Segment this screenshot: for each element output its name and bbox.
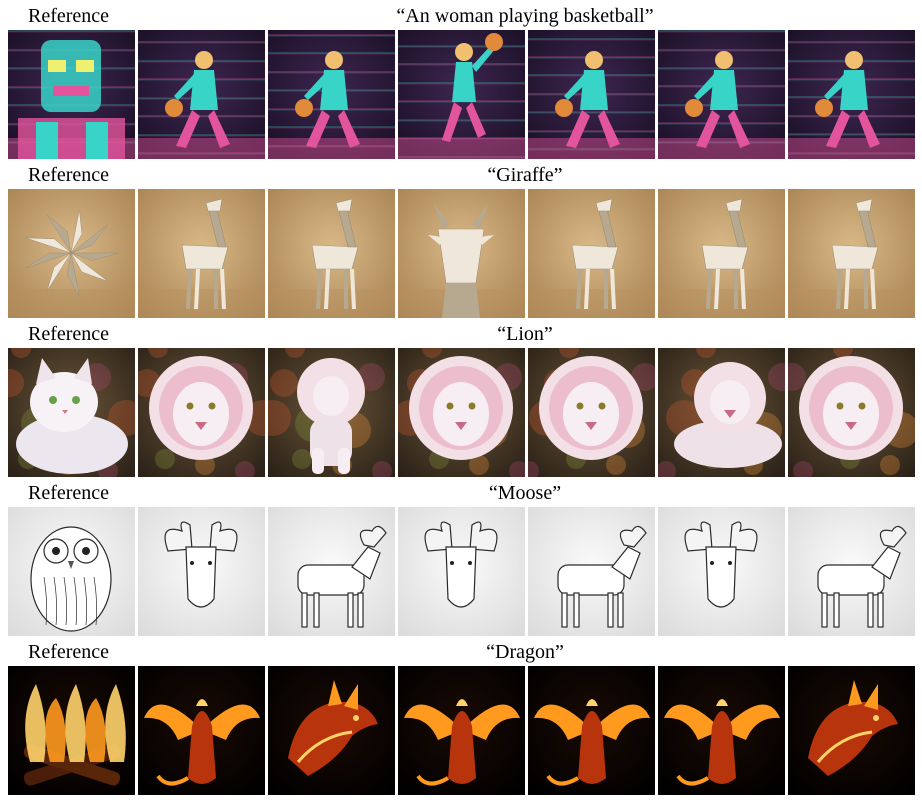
generated-image — [268, 189, 395, 318]
image-strip — [8, 30, 918, 159]
generated-image — [398, 30, 525, 159]
image-strip — [8, 189, 918, 318]
generated-image — [268, 348, 395, 477]
giraffe-illustration — [138, 189, 265, 318]
lion-sitting-illustration — [268, 348, 395, 477]
generated-image — [528, 348, 655, 477]
woman-dribbling-illustration — [788, 30, 915, 159]
woman-dribbling-illustration — [658, 30, 785, 159]
row-header: Reference “An woman playing basketball” — [0, 2, 922, 30]
reference-image — [8, 507, 135, 636]
reference-image — [8, 348, 135, 477]
lion-head-illustration — [398, 348, 525, 477]
reference-label: Reference — [28, 164, 110, 186]
generated-image — [138, 666, 265, 795]
reference-label: Reference — [28, 5, 110, 27]
woman-dribbling-illustration — [528, 30, 655, 159]
reference-label: Reference — [28, 641, 110, 663]
generated-image — [268, 30, 395, 159]
reference-label: Reference — [28, 323, 110, 345]
moose-head-illustration — [658, 507, 785, 636]
dragon-wings-illustration — [528, 666, 655, 795]
generated-image — [528, 189, 655, 318]
generated-image — [268, 507, 395, 636]
giraffe-illustration — [658, 189, 785, 318]
owl-illustration — [8, 507, 135, 636]
woman-jumping-illustration — [398, 30, 525, 159]
generated-image — [138, 507, 265, 636]
giraffe-illustration — [528, 189, 655, 318]
paper-flower-illustration — [8, 189, 135, 318]
generated-image — [788, 666, 915, 795]
prompt-label: “Dragon” — [486, 641, 564, 663]
generated-image — [788, 30, 915, 159]
dragon-wings-illustration — [398, 666, 525, 795]
lion-head-illustration — [528, 348, 655, 477]
moose-standing-illustration — [528, 507, 655, 636]
generated-image — [788, 348, 915, 477]
moose-head-illustration — [398, 507, 525, 636]
campfire-illustration — [8, 666, 135, 795]
robot-illustration — [8, 30, 135, 159]
generated-image — [528, 507, 655, 636]
generated-image — [658, 30, 785, 159]
image-strip — [8, 348, 918, 477]
reference-label: Reference — [28, 482, 110, 504]
woman-dribbling-illustration — [138, 30, 265, 159]
generated-image — [658, 189, 785, 318]
prompt-label: “Giraffe” — [487, 164, 563, 186]
generated-image — [528, 666, 655, 795]
prompt-label: “An woman playing basketball” — [396, 5, 654, 27]
giraffe-illustration — [788, 189, 915, 318]
generated-image — [658, 348, 785, 477]
lion-lying-illustration — [658, 348, 785, 477]
generated-image — [658, 507, 785, 636]
reference-image — [8, 30, 135, 159]
generated-image — [528, 30, 655, 159]
image-strip — [8, 666, 918, 795]
generated-image — [138, 189, 265, 318]
generated-image — [398, 507, 525, 636]
generated-image — [398, 189, 525, 318]
moose-standing-illustration — [268, 507, 395, 636]
generated-image — [788, 507, 915, 636]
giraffe-illustration — [268, 189, 395, 318]
generated-image — [398, 666, 525, 795]
image-strip — [8, 507, 918, 636]
dragon-head-illustration — [788, 666, 915, 795]
generated-image — [658, 666, 785, 795]
generated-image — [398, 348, 525, 477]
lion-head-illustration — [788, 348, 915, 477]
woman-dribbling-illustration — [268, 30, 395, 159]
prompt-label: “Lion” — [497, 323, 553, 345]
reference-image — [8, 189, 135, 318]
generated-image — [138, 348, 265, 477]
reference-image — [8, 666, 135, 795]
generated-image — [788, 189, 915, 318]
white-cat-illustration — [8, 348, 135, 477]
generated-image — [138, 30, 265, 159]
moose-standing-illustration — [788, 507, 915, 636]
generated-image — [268, 666, 395, 795]
dragon-head-illustration — [268, 666, 395, 795]
row-header: Reference “Giraffe” — [0, 161, 922, 189]
giraffe-head-illustration — [398, 189, 525, 318]
row-header: Reference “Lion” — [0, 320, 922, 348]
dragon-wings-illustration — [658, 666, 785, 795]
lion-head-illustration — [138, 348, 265, 477]
dragon-wings-illustration — [138, 666, 265, 795]
moose-head-illustration — [138, 507, 265, 636]
row-header: Reference “Dragon” — [0, 638, 922, 666]
row-header: Reference “Moose” — [0, 479, 922, 507]
prompt-label: “Moose” — [488, 482, 562, 504]
